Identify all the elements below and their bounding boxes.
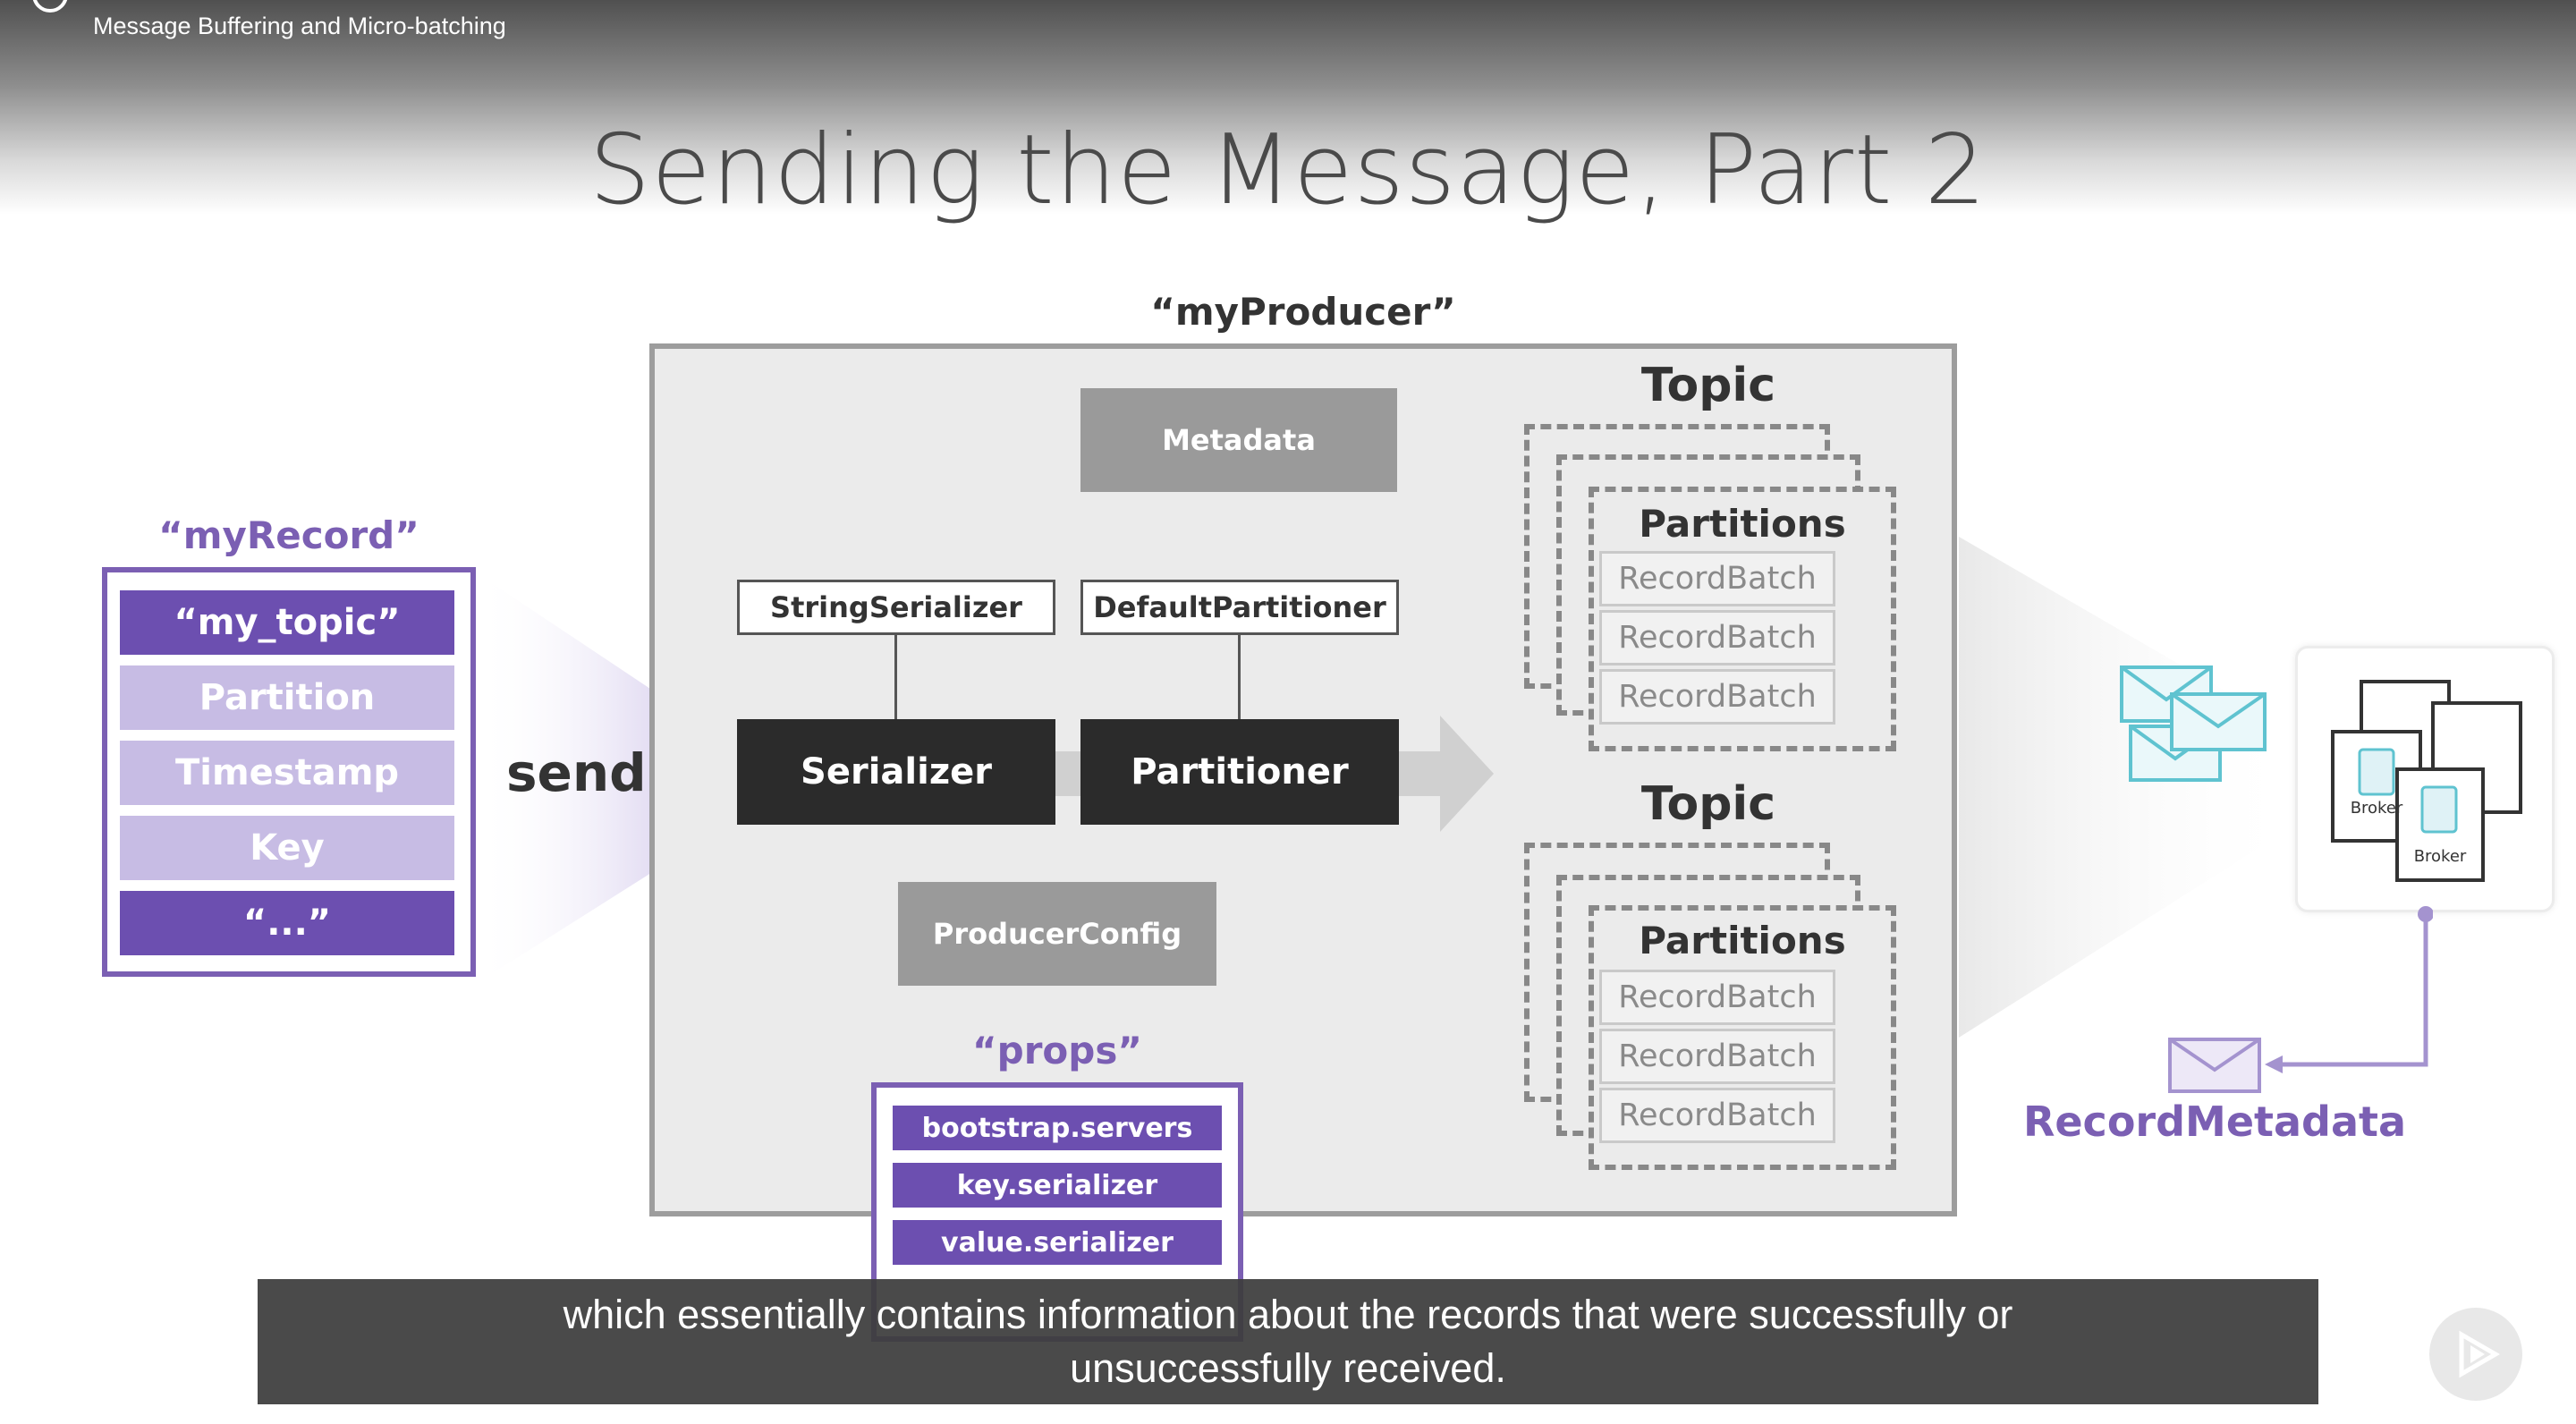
props-label: “props” bbox=[972, 1028, 1142, 1072]
partitions-label: Partitions bbox=[1639, 501, 1846, 546]
lesson-title: Message Buffering and Micro-batching bbox=[93, 13, 506, 39]
topic-label: Topic bbox=[1640, 359, 1776, 412]
video-top-overlay bbox=[0, 0, 2576, 215]
props-item: value.serializer bbox=[893, 1220, 1222, 1265]
metadata-return-arrow bbox=[2168, 906, 2433, 1093]
play-button[interactable] bbox=[2429, 1308, 2522, 1401]
play-icon bbox=[2459, 1330, 2500, 1378]
record-box: “my_topic” Partition Timestamp Key “...” bbox=[102, 567, 476, 977]
topic-label: Topic bbox=[1640, 777, 1776, 831]
slide-title: Sending the Message, Part 2 bbox=[589, 114, 1987, 226]
send-funnel-shape bbox=[476, 572, 744, 984]
record-batch: RecordBatch bbox=[1599, 610, 1835, 665]
props-item: key.serializer bbox=[893, 1163, 1222, 1208]
record-metadata-label: RecordMetadata bbox=[2022, 1098, 2407, 1146]
string-serializer-box: StringSerializer bbox=[737, 580, 1055, 635]
envelopes-icon bbox=[2120, 665, 2267, 782]
record-batch: RecordBatch bbox=[1599, 970, 1835, 1025]
serializer-connector bbox=[894, 635, 897, 719]
props-item: bootstrap.servers bbox=[893, 1106, 1222, 1150]
partitions-label: Partitions bbox=[1639, 918, 1846, 962]
broker-label: Broker bbox=[2350, 798, 2403, 818]
output-wedge bbox=[1959, 537, 2299, 1038]
record-batch: RecordBatch bbox=[1599, 669, 1835, 725]
record-field: Partition bbox=[120, 665, 454, 730]
subtitle-caption: which essentially contains information a… bbox=[258, 1279, 2318, 1404]
broker-label: Broker bbox=[2413, 846, 2467, 866]
record-batch: RecordBatch bbox=[1599, 1088, 1835, 1143]
metadata-box: Metadata bbox=[1080, 388, 1397, 492]
record-field: Key bbox=[120, 816, 454, 880]
default-partitioner-box: DefaultPartitioner bbox=[1080, 580, 1399, 635]
record-field: “...” bbox=[120, 891, 454, 955]
record-field: “my_topic” bbox=[120, 590, 454, 655]
producer-config-box: ProducerConfig bbox=[898, 882, 1216, 986]
producer-label: “myProducer” bbox=[1150, 289, 1456, 334]
record-label: “myRecord” bbox=[158, 513, 419, 557]
partitioner-connector bbox=[1238, 635, 1241, 719]
record-batch: RecordBatch bbox=[1599, 1029, 1835, 1084]
record-field: Timestamp bbox=[120, 741, 454, 805]
subtitle-line: unsuccessfully received. bbox=[1070, 1345, 1506, 1391]
broker-servers-icon bbox=[2331, 680, 2522, 882]
subtitle-line: which essentially contains information a… bbox=[563, 1292, 2013, 1337]
serializer-box: Serializer bbox=[737, 719, 1055, 825]
partitioner-box: Partitioner bbox=[1080, 719, 1399, 825]
record-batch: RecordBatch bbox=[1599, 551, 1835, 606]
